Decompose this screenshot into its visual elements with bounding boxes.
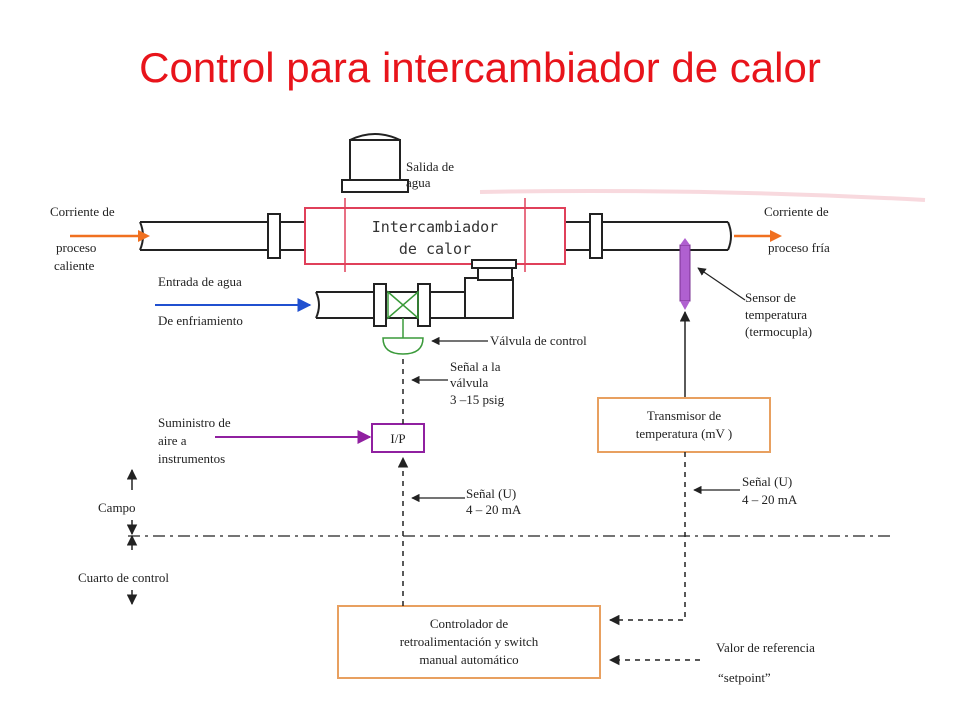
exchanger-label-2: de calor <box>399 240 471 258</box>
temperature-transmitter: Transmisor de temperatura (mV ) <box>597 397 771 453</box>
cooling-water-pipe <box>315 259 517 327</box>
signal-left-label-2: 4 – 20 mA <box>466 502 522 517</box>
controller-label-1: Controlador de <box>430 616 509 631</box>
cuarto-label: Cuarto de control <box>78 570 169 585</box>
transmitter-label-1: Transmisor de <box>647 408 722 423</box>
water-in-label-1: Entrada de agua <box>158 274 242 289</box>
water-outlet-pipe <box>341 133 409 193</box>
controller-label-2: retroalimentación y switch <box>400 634 539 649</box>
signal-right-label-1: Señal (U) <box>742 474 792 489</box>
hot-in-label-3: caliente <box>54 258 95 273</box>
hot-inlet-arrowhead <box>138 230 150 242</box>
campo-label: Campo <box>98 500 136 515</box>
valve-signal-label-3: 3 –15 psig <box>450 392 505 407</box>
signal-lines <box>397 356 700 666</box>
sensor-label-3: (termocupla) <box>745 324 812 339</box>
cold-process-pipe <box>565 213 732 259</box>
signal-left-label-1: Señal (U) <box>466 486 516 501</box>
heat-exchanger: Intercambiador de calor <box>304 198 566 272</box>
signal-right-label-2: 4 – 20 mA <box>742 492 798 507</box>
valve-signal-label-2: válvula <box>450 375 488 390</box>
ip-label: I/P <box>390 431 405 446</box>
cold-outlet-arrowhead <box>770 230 782 242</box>
cold-out-label-2: proceso fría <box>768 240 830 255</box>
hot-process-pipe <box>139 213 305 259</box>
setpoint-label-1: Valor de referencia <box>716 640 815 655</box>
hot-in-label-1: Corriente de <box>50 204 115 219</box>
feedback-controller: Controlador de retroalimentación y switc… <box>337 605 601 679</box>
valve-label: Válvula de control <box>490 333 587 348</box>
pointer-arrows <box>411 267 746 503</box>
sensor-label-1: Sensor de <box>745 290 796 305</box>
water-in-label-2: De enfriamiento <box>158 313 243 328</box>
air-label-3: instrumentos <box>158 451 225 466</box>
controller-label-3: manual automático <box>419 652 518 667</box>
temperature-sensor <box>679 238 691 310</box>
cold-out-label-1: Corriente de <box>764 204 829 219</box>
water-out-label-2: agua <box>406 175 431 190</box>
transmitter-label-2: temperatura (mV ) <box>636 426 733 441</box>
ip-converter: I/P <box>371 423 425 453</box>
air-label-2: aire a <box>158 433 187 448</box>
sensor-label-2: temperatura <box>745 307 807 322</box>
valve-signal-label-1: Señal a la <box>450 359 501 374</box>
control-valve <box>382 290 424 355</box>
setpoint-label-2: “setpoint” <box>718 670 771 685</box>
page-title: Control para intercambiador de calor <box>139 44 821 91</box>
water-out-label-1: Salida de <box>406 159 454 174</box>
air-label-1: Suministro de <box>158 415 231 430</box>
hot-in-label-2: proceso <box>56 240 96 255</box>
exchanger-label-1: Intercambiador <box>372 218 498 236</box>
